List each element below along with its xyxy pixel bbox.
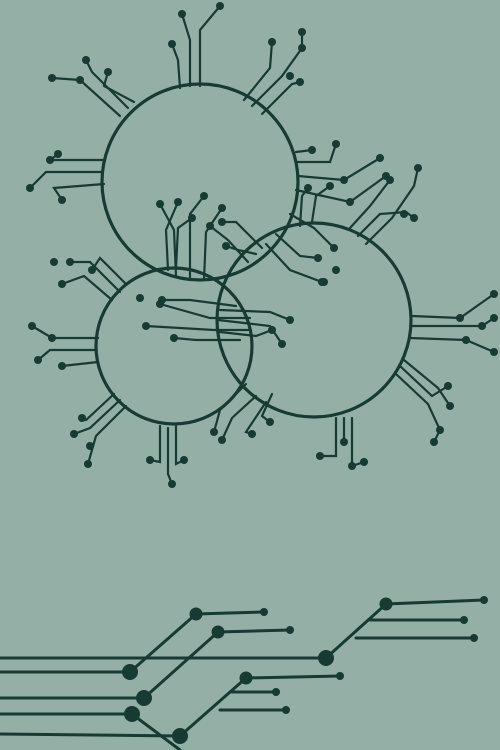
circuit-traces-bottom-dots — [122, 596, 488, 744]
circuit-node-top-dots — [26, 2, 390, 286]
circuit-node-left — [30, 200, 254, 486]
circuit-node-right-dots — [206, 164, 498, 470]
circuit-traces-bottom — [0, 598, 486, 750]
circuit-node-left-dots — [28, 198, 196, 488]
